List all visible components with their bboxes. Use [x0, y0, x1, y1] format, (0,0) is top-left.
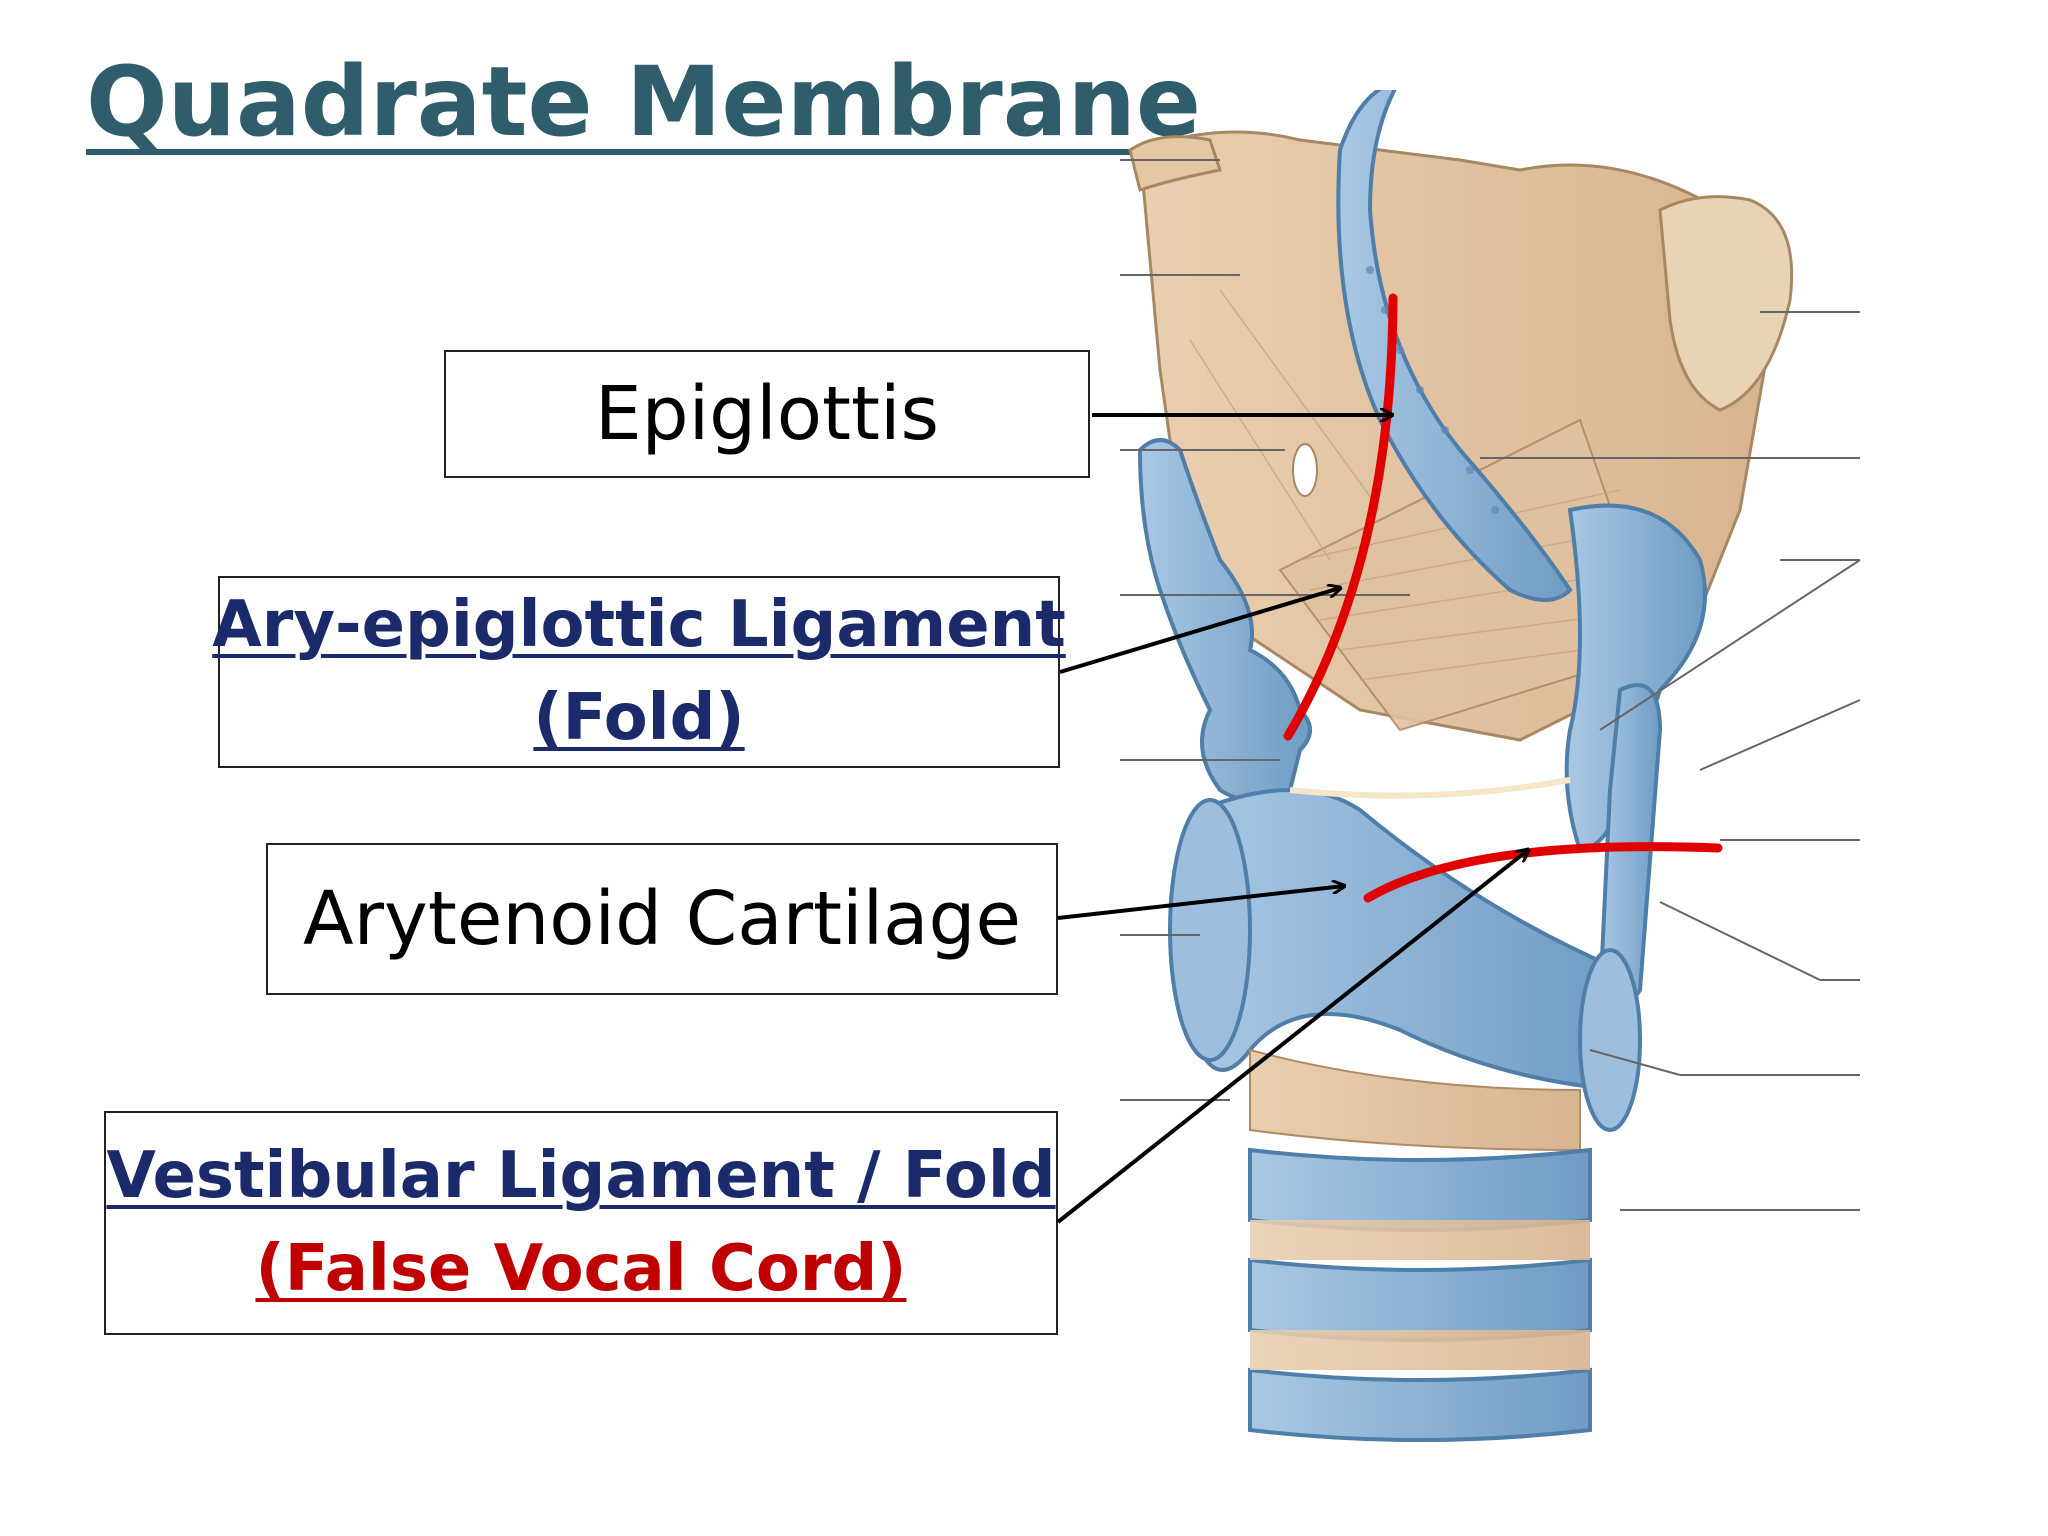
epiglottis-label: Epiglottis — [444, 350, 1090, 478]
thyroid-cartilage — [1564, 503, 1707, 853]
aryepiglottic-label: Ary-epiglottic Ligament (Fold) — [212, 576, 1066, 768]
epiglottis-cartilage — [1336, 90, 1573, 602]
arytenoid-arrow — [1057, 886, 1344, 920]
larynx-illustration — [1120, 90, 1861, 1442]
aryepiglottic-fold-highlight — [1283, 293, 1398, 741]
aryepiglottic-arrow — [1059, 588, 1340, 674]
vestibular-label-line1: Vestibular Ligament / Fold — [106, 1139, 1056, 1214]
tracheal-rings — [1248, 1147, 1592, 1442]
slide-title: Quadrate Membrane — [86, 46, 1201, 158]
arytenoid-cartilage — [1137, 438, 1312, 802]
vocal-ligament — [1289, 777, 1571, 799]
aryepiglottic-label-line1: Ary-epiglottic Ligament — [212, 588, 1066, 663]
leader-lines — [1120, 159, 1861, 1211]
arytenoid-label: Arytenoid Cartilage — [266, 843, 1058, 995]
aryepiglottic-label-line2: (Fold) — [533, 681, 745, 755]
vestibular-label: Vestibular Ligament / Fold (False Vocal … — [104, 1111, 1058, 1335]
vestibular-fold-highlight — [1363, 842, 1723, 903]
false-vocal-cord-label: (False Vocal Cord) — [255, 1232, 907, 1306]
vestibular-arrow — [1056, 850, 1528, 1224]
